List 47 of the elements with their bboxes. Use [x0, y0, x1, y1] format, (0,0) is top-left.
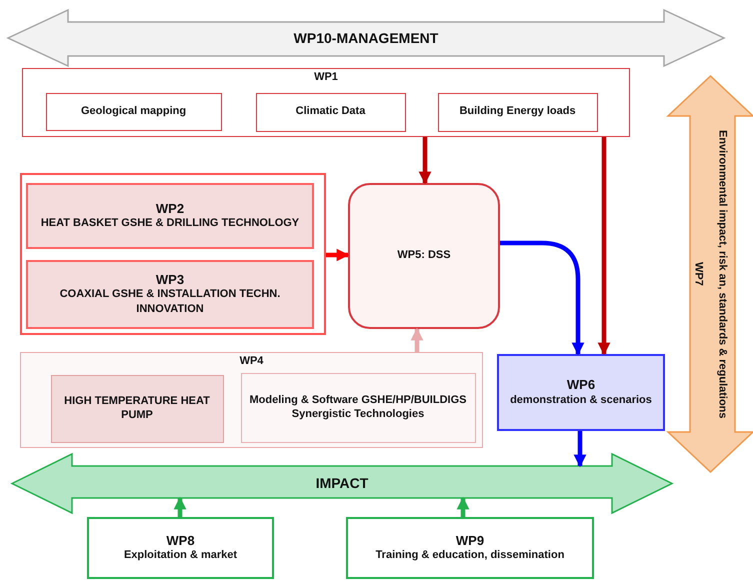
box-label: HIGH TEMPERATURE HEAT PUMP	[63, 395, 211, 422]
box-label: HEAT BASKET GSHE & DRILLING TECHNOLOGY	[40, 216, 300, 232]
group-box	[22, 68, 630, 137]
box-label: Environmental impact, risk an, standards & regulations	[715, 130, 730, 418]
process-box	[87, 517, 274, 579]
process-box	[256, 92, 406, 132]
arrow	[574, 431, 586, 468]
box-title: WP2	[154, 200, 186, 216]
box-label: Modeling & Software GSHE/HP/BUILDIGS Synergistic Technologies	[248, 394, 468, 421]
double-arrow-band	[668, 76, 753, 472]
arrow	[410, 328, 424, 352]
box-label: IMPACT	[314, 475, 370, 492]
process-box	[46, 92, 222, 130]
box-label: Building Energy loads	[458, 105, 577, 119]
arrow	[456, 496, 470, 517]
box-label: Climatic Data	[294, 105, 366, 119]
box-label: Training & education, dissemination	[374, 548, 566, 564]
process-box	[26, 183, 314, 249]
box-title: WP1	[313, 71, 339, 84]
box-title: WP8	[165, 532, 196, 548]
box-title: WP9	[454, 532, 486, 548]
process-box	[240, 372, 476, 442]
group-box	[20, 352, 483, 448]
box-label: Geological mapping	[80, 104, 188, 118]
arrow	[418, 137, 432, 184]
box-title: WP3	[154, 272, 186, 288]
process-box	[497, 354, 665, 431]
box-label: COAXIAL GSHE & INSTALLATION TECHN. INNOVATION	[58, 287, 282, 318]
double-arrow-band	[12, 454, 672, 513]
box-label: WP10-MANAGEMENT	[292, 30, 440, 46]
arrow	[326, 248, 350, 262]
double-arrow-band	[8, 10, 724, 66]
process-box	[438, 92, 598, 132]
box-label: WP5: DSS	[396, 249, 452, 263]
process-box	[348, 183, 500, 329]
group-box	[20, 173, 326, 335]
box-title: WP4	[238, 355, 264, 368]
process-box	[346, 517, 594, 579]
arrow	[174, 496, 186, 517]
arrow	[500, 240, 584, 356]
box-label: demonstration & scenarios	[509, 392, 653, 408]
box-title: WP7	[692, 262, 706, 286]
box-title: WP6	[566, 377, 596, 393]
arrow	[598, 137, 610, 356]
process-box	[26, 260, 314, 329]
box-label: Exploitation & market	[122, 548, 238, 564]
process-box	[50, 374, 224, 442]
